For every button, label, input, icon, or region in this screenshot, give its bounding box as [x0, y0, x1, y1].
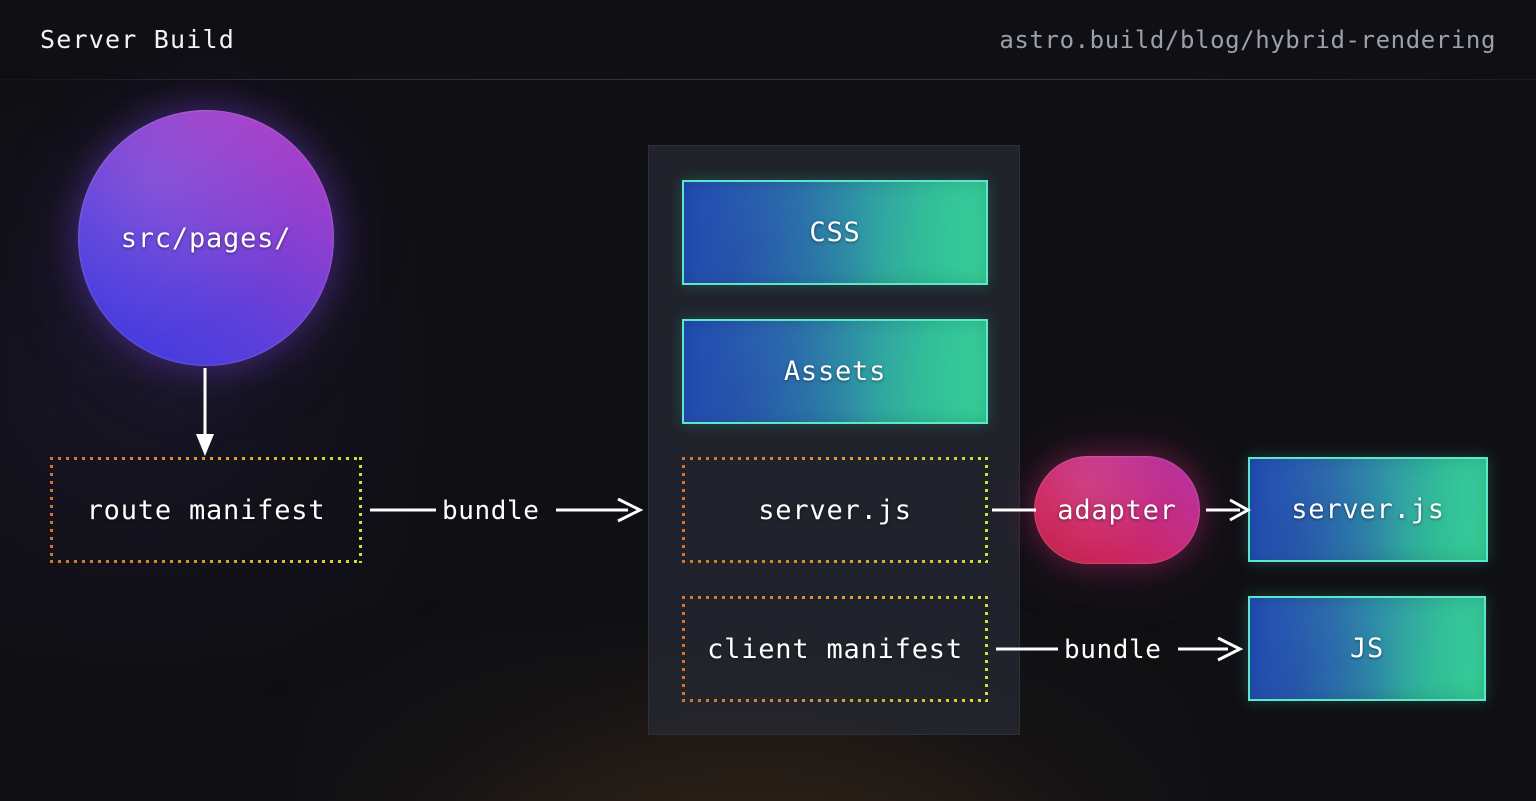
connector-bundle-top-arrow: [556, 498, 646, 526]
node-route-manifest[interactable]: route manifest: [50, 457, 362, 563]
node-server-js-inner-label: server.js: [758, 494, 912, 526]
header-bar: Server Build astro.build/blog/hybrid-ren…: [0, 0, 1536, 79]
connector-label-bundle-bottom: bundle: [1064, 635, 1162, 665]
node-assets-label: Assets: [783, 356, 887, 387]
connector-label-bundle-top: bundle: [442, 496, 540, 526]
node-js-output-label: JS: [1349, 633, 1385, 664]
connector-client-manifest-line: [996, 637, 1064, 661]
node-client-manifest-label: client manifest: [707, 633, 963, 665]
node-css[interactable]: CSS: [682, 180, 988, 285]
node-client-manifest[interactable]: client manifest: [682, 596, 988, 702]
node-server-js-output-label: server.js: [1291, 494, 1445, 525]
node-css-label: CSS: [809, 217, 861, 248]
node-adapter[interactable]: adapter: [1034, 456, 1200, 564]
node-server-js-inner[interactable]: server.js: [682, 457, 988, 563]
connector-src-to-route-manifest: [196, 368, 214, 456]
connector-bundle-bottom-arrow: [1178, 637, 1244, 665]
node-server-js-output[interactable]: server.js: [1248, 457, 1488, 562]
source-url: astro.build/blog/hybrid-rendering: [999, 25, 1496, 54]
node-js-output[interactable]: JS: [1248, 596, 1486, 701]
connector-adapter-to-server-js-output: [1206, 496, 1254, 524]
page-title: Server Build: [40, 25, 236, 54]
node-adapter-label: adapter: [1057, 494, 1177, 526]
connector-route-manifest-line: [370, 498, 442, 522]
header-divider: [0, 79, 1536, 80]
node-src-pages[interactable]: src/pages/: [78, 110, 334, 366]
node-route-manifest-label: route manifest: [86, 494, 326, 526]
node-src-pages-label: src/pages/: [120, 222, 292, 254]
connector-server-js-to-adapter: [992, 500, 1038, 520]
node-assets[interactable]: Assets: [682, 319, 988, 424]
